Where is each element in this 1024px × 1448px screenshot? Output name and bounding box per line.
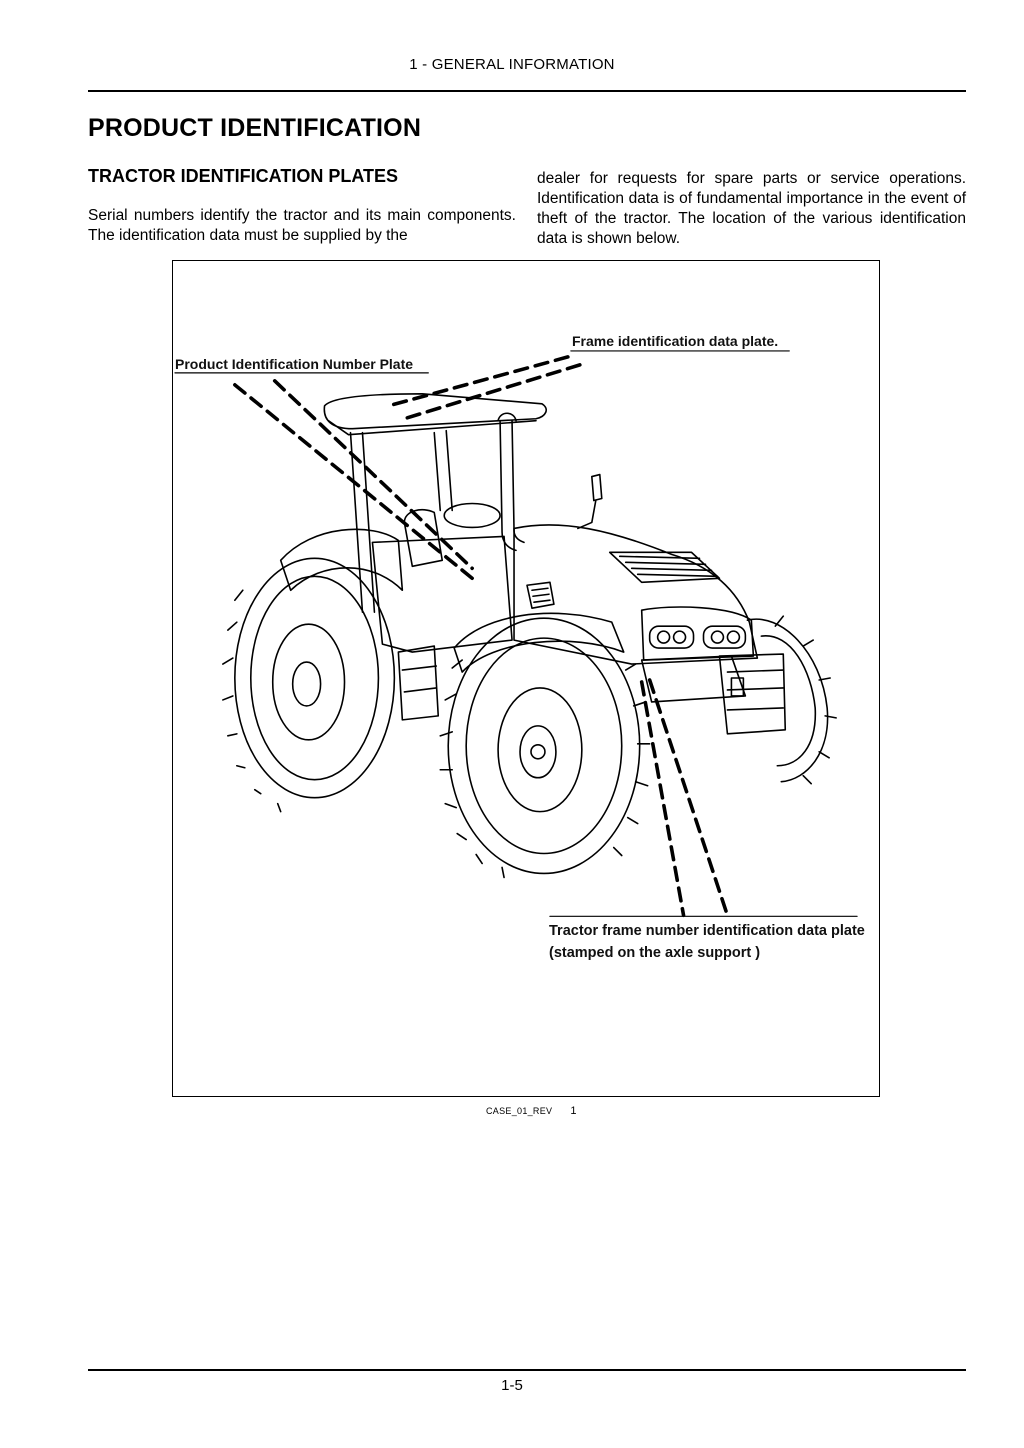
tractor-illustration <box>174 350 858 918</box>
body-text-left: Serial numbers identify the tractor and … <box>88 207 516 244</box>
footer-rule <box>88 1369 966 1371</box>
callout-axle-plate: Tractor frame number identification data… <box>549 923 865 961</box>
section-title: TRACTOR IDENTIFICATION PLATES <box>88 166 398 186</box>
running-header: 1 - GENERAL INFORMATION <box>409 56 615 73</box>
figure-number: 1 <box>570 1105 577 1117</box>
page-title: PRODUCT IDENTIFICATION <box>88 114 422 142</box>
figure-caption-code: CASE_01_REV <box>486 1106 553 1116</box>
callout-pin-plate: Product Identification Number Plate <box>175 356 414 372</box>
page-number: 1-5 <box>501 1377 523 1394</box>
tractor-figure: Product Identification Number Plate Fram… <box>172 260 880 1097</box>
header-rule <box>88 90 966 92</box>
figure-caption: CASE_01_REV 1 <box>486 1105 577 1117</box>
body-text-right: dealer for requests for spare parts or s… <box>537 170 966 247</box>
callout-frame-plate: Frame identification data plate. <box>572 333 779 349</box>
